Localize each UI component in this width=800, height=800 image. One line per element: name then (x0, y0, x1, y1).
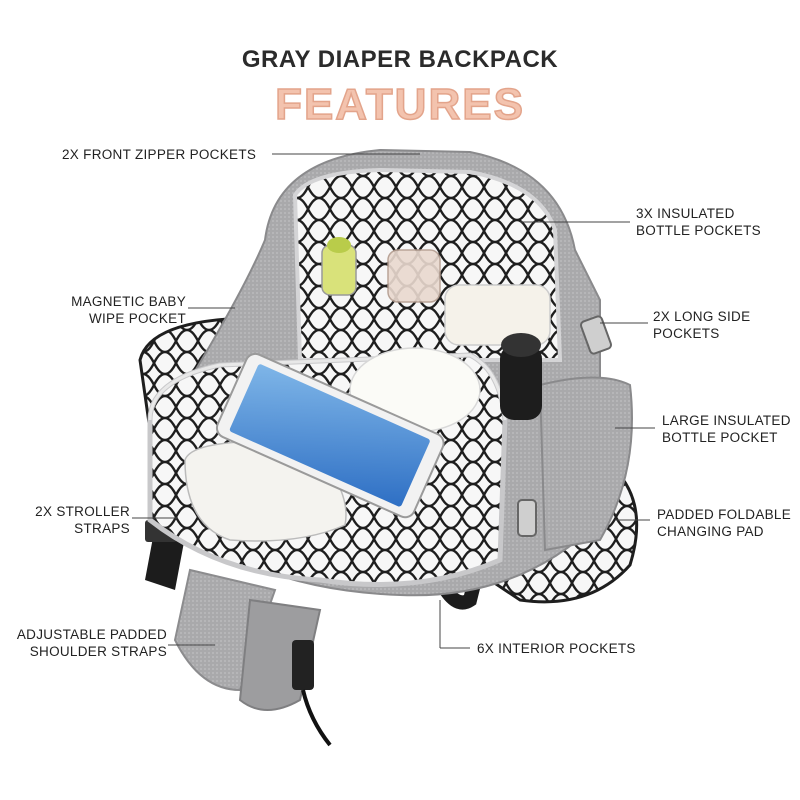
callout-text: LARGE INSULATED (662, 413, 791, 428)
callout-text: BOTTLE POCKETS (636, 223, 761, 238)
callout-text: 2X LONG SIDE (653, 309, 751, 324)
callout-magnetic-wipe-pocket: MAGNETIC BABY WIPE POCKET (40, 293, 186, 327)
callout-text: CHANGING PAD (657, 524, 764, 539)
callout-text: POCKETS (653, 326, 720, 341)
callout-text: BOTTLE POCKET (662, 430, 778, 445)
page-title: GRAY DIAPER BACKPACK (241, 46, 559, 73)
callout-lines (132, 153, 655, 649)
callout-changing-pad: PADDED FOLDABLE CHANGING PAD (657, 506, 791, 540)
callout-text: 6X INTERIOR POCKETS (477, 641, 636, 656)
callout-large-insulated-pocket: LARGE INSULATED BOTTLE POCKET (662, 412, 791, 446)
callout-interior-pockets: 6X INTERIOR POCKETS (477, 640, 636, 657)
callout-text: 2X FRONT ZIPPER POCKETS (62, 147, 257, 162)
callout-text: STRAPS (74, 521, 130, 536)
bag-contents (184, 237, 551, 542)
features-heading: FEATURES (274, 79, 525, 130)
callout-text: MAGNETIC BABY (71, 294, 186, 309)
shoulder-straps (173, 568, 332, 747)
callout-text: ADJUSTABLE PADDED (16, 627, 167, 642)
callout-text: 3X INSULATED (636, 206, 735, 221)
callout-text: WIPE POCKET (88, 311, 186, 326)
callout-text: SHOULDER STRAPS (29, 644, 167, 659)
callout-text: PADDED FOLDABLE (657, 507, 792, 522)
callout-front-zipper-pockets: 2X FRONT ZIPPER POCKETS (62, 146, 256, 163)
callout-text: 2X STROLLER (35, 504, 130, 519)
callout-shoulder-straps: ADJUSTABLE PADDED SHOULDER STRAPS (5, 626, 167, 660)
callout-insulated-bottle-pockets: 3X INSULATED BOTTLE POCKETS (636, 205, 761, 239)
callout-stroller-straps: 2X STROLLER STRAPS (10, 503, 130, 537)
callout-long-side-pockets: 2X LONG SIDE POCKETS (653, 308, 750, 342)
